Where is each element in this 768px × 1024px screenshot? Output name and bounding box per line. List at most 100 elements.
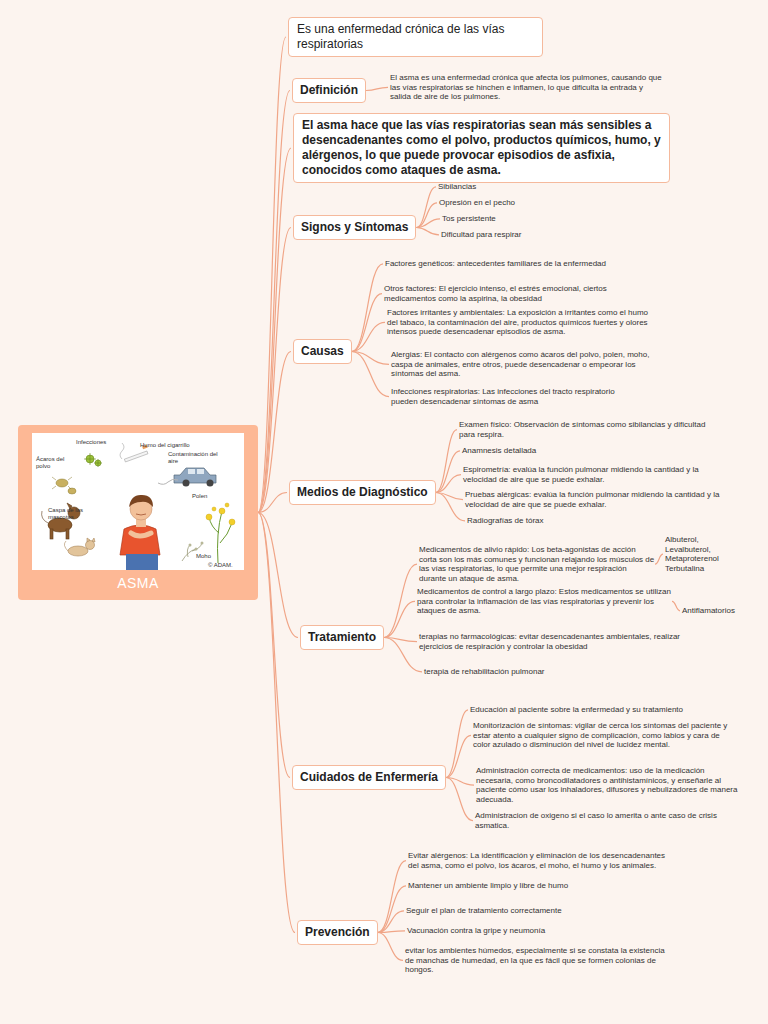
branch-connector (378, 933, 403, 961)
leaf-note: Antiflamatorios (682, 606, 762, 616)
branch-connector (352, 322, 385, 351)
branch-connector (436, 430, 457, 493)
central-topic: ASMA (18, 425, 258, 600)
branch-connector (416, 219, 440, 228)
branch-connector (258, 352, 291, 513)
node-text: El asma es una enfermedad crónica que af… (390, 73, 665, 102)
branch-connector (366, 87, 388, 90)
branch-connector (258, 148, 291, 513)
node-text: Sibilancias (438, 182, 568, 192)
node-text: evitar los ambientes húmedos, especialme… (405, 946, 667, 975)
node-text: Factores genéticos: antecedentes familia… (385, 259, 620, 269)
node-text: Educación al paciente sobre la enfermeda… (470, 705, 700, 715)
node-text: Dificultad para respirar (441, 230, 571, 240)
node-text: Prevención (305, 925, 370, 940)
leaf-note: Infecciones respiratorias: Las infeccion… (391, 387, 631, 406)
branch-box: Signos y Síntomas (293, 215, 416, 240)
branch-box: Cuidados de Enfermería (292, 765, 446, 790)
statement-box: Es una enfermedad crónica de las vías re… (288, 17, 543, 57)
node-text: Espirometría: evalúa la función pulmonar… (463, 465, 725, 484)
leaf-note: Dificultad para respirar (441, 230, 571, 240)
node-text: Opresión en el pecho (439, 198, 569, 208)
illustration-label: Polen (192, 493, 222, 500)
branch-box: Definición (292, 78, 366, 103)
node-text: Alergias: El contacto con alérgenos como… (391, 350, 653, 379)
leaf-note: Examen físico: Observación de síntomas c… (459, 420, 721, 439)
node-text: Definición (300, 83, 358, 98)
node-text: Examen físico: Observación de síntomas c… (459, 420, 721, 439)
illustration-label: Caspa de las mascotas (48, 507, 86, 520)
node-text: terapias no farmacológicas: evitar desen… (419, 632, 681, 651)
leaf-note: Alergias: El contacto con alérgenos como… (391, 350, 653, 379)
leaf-note: El asma es una enfermedad crónica que af… (390, 73, 665, 102)
leaf-note: evitar los ambientes húmedos, especialme… (405, 946, 667, 975)
leaf-note: Otros factores: El ejercicio intenso, el… (384, 284, 624, 303)
node-text: Tos persistente (442, 214, 572, 224)
highlight-box: El asma hace que las vías respiratorias … (293, 113, 670, 183)
node-text: terapia de rehabilitación pulmonar (424, 667, 594, 677)
node-text: Mantener un ambiente limpio y libre de h… (408, 881, 628, 891)
leaf-note: Medicamentos de alivio rápido: Los beta-… (419, 545, 655, 583)
node-text: Administracion de oxigeno si el caso lo … (475, 811, 737, 830)
branch-connector (258, 91, 290, 513)
node-text: Es una enfermedad crónica de las vías re… (297, 22, 534, 52)
leaf-note: Opresión en el pecho (439, 198, 569, 208)
leaf-note: terapias no farmacológicas: evitar desen… (419, 632, 681, 651)
node-text: Pruebas alérgicas: evalúa la función pul… (465, 490, 727, 509)
leaf-note: Mantener un ambiente limpio y libre de h… (408, 881, 628, 891)
branch-connector (436, 475, 461, 493)
branch-connector (446, 710, 468, 778)
node-text: Tratamiento (308, 630, 376, 645)
leaf-note: Anamnesis detallada (462, 446, 592, 456)
node-text: Evitar alérgenos: La identificación y el… (408, 851, 666, 870)
illustration-label: © ADAM. (208, 562, 248, 569)
branch-box: Causas (293, 339, 352, 364)
branch-connector (378, 886, 406, 933)
node-text: Factores irritantes y ambientales: La ex… (387, 308, 649, 337)
branch-connector (384, 564, 417, 637)
node-text: Signos y Síntomas (301, 220, 408, 235)
branch-connector (352, 294, 382, 352)
leaf-note: Educación al paciente sobre la enfermeda… (470, 705, 700, 715)
leaf-note: Seguir el plan de tratamiento correctame… (406, 906, 626, 916)
leaf-note: Sibilancias (438, 182, 568, 192)
branch-connector (258, 37, 286, 513)
node-text: Vacunación contra la gripe y neumonía (407, 926, 627, 936)
branch-connector (446, 778, 473, 821)
branch-connector (416, 228, 439, 235)
node-text: El asma hace que las vías respiratorias … (302, 118, 661, 178)
leaf-note: Evitar alérgenos: La identificación y el… (408, 851, 666, 870)
leaf-note: Tos persistente (442, 214, 572, 224)
branch-connector (258, 513, 290, 778)
illustration-label: Moho (196, 553, 226, 560)
node-text: Radiografías de tórax (467, 516, 597, 526)
branch-connector (384, 638, 422, 672)
node-text: Albuterol, Levalbuterol, Metaproterenol … (665, 535, 745, 573)
node-text: Medios de Diagnóstico (297, 485, 428, 500)
branch-connector (378, 911, 404, 933)
node-text: Anamnesis detallada (462, 446, 592, 456)
illustration-label: Humo del cigarrillo (140, 442, 200, 449)
branch-box: Medios de Diagnóstico (289, 480, 436, 505)
leaf-note: Radiografías de tórax (467, 516, 597, 526)
branch-connector (258, 228, 291, 513)
leaf-note: Pruebas alérgicas: evalúa la función pul… (465, 490, 727, 509)
leaf-note: Monitorización de síntomas: vigilar de c… (473, 721, 735, 750)
branch-connector (258, 493, 287, 513)
leaf-note: Albuterol, Levalbuterol, Metaproterenol … (665, 535, 745, 573)
illustration-label: Ácaros del polvo (36, 456, 72, 469)
branch-connector (436, 493, 465, 521)
illustration-label: Infecciones (76, 439, 116, 446)
branch-connector (655, 554, 663, 564)
node-text: Medicamentos de control a largo plazo: E… (417, 587, 672, 616)
branch-connector (384, 601, 415, 637)
branch-connector (352, 352, 389, 397)
branch-connector (258, 513, 295, 933)
leaf-note: Vacunación contra la gripe y neumonía (407, 926, 627, 936)
leaf-note: terapia de rehabilitación pulmonar (424, 667, 594, 677)
leaf-note: Espirometría: evalúa la función pulmonar… (463, 465, 725, 484)
illustration-label: Contaminación del aire (168, 451, 228, 464)
node-text: Seguir el plan de tratamiento correctame… (406, 906, 626, 916)
branch-connector (416, 187, 436, 228)
